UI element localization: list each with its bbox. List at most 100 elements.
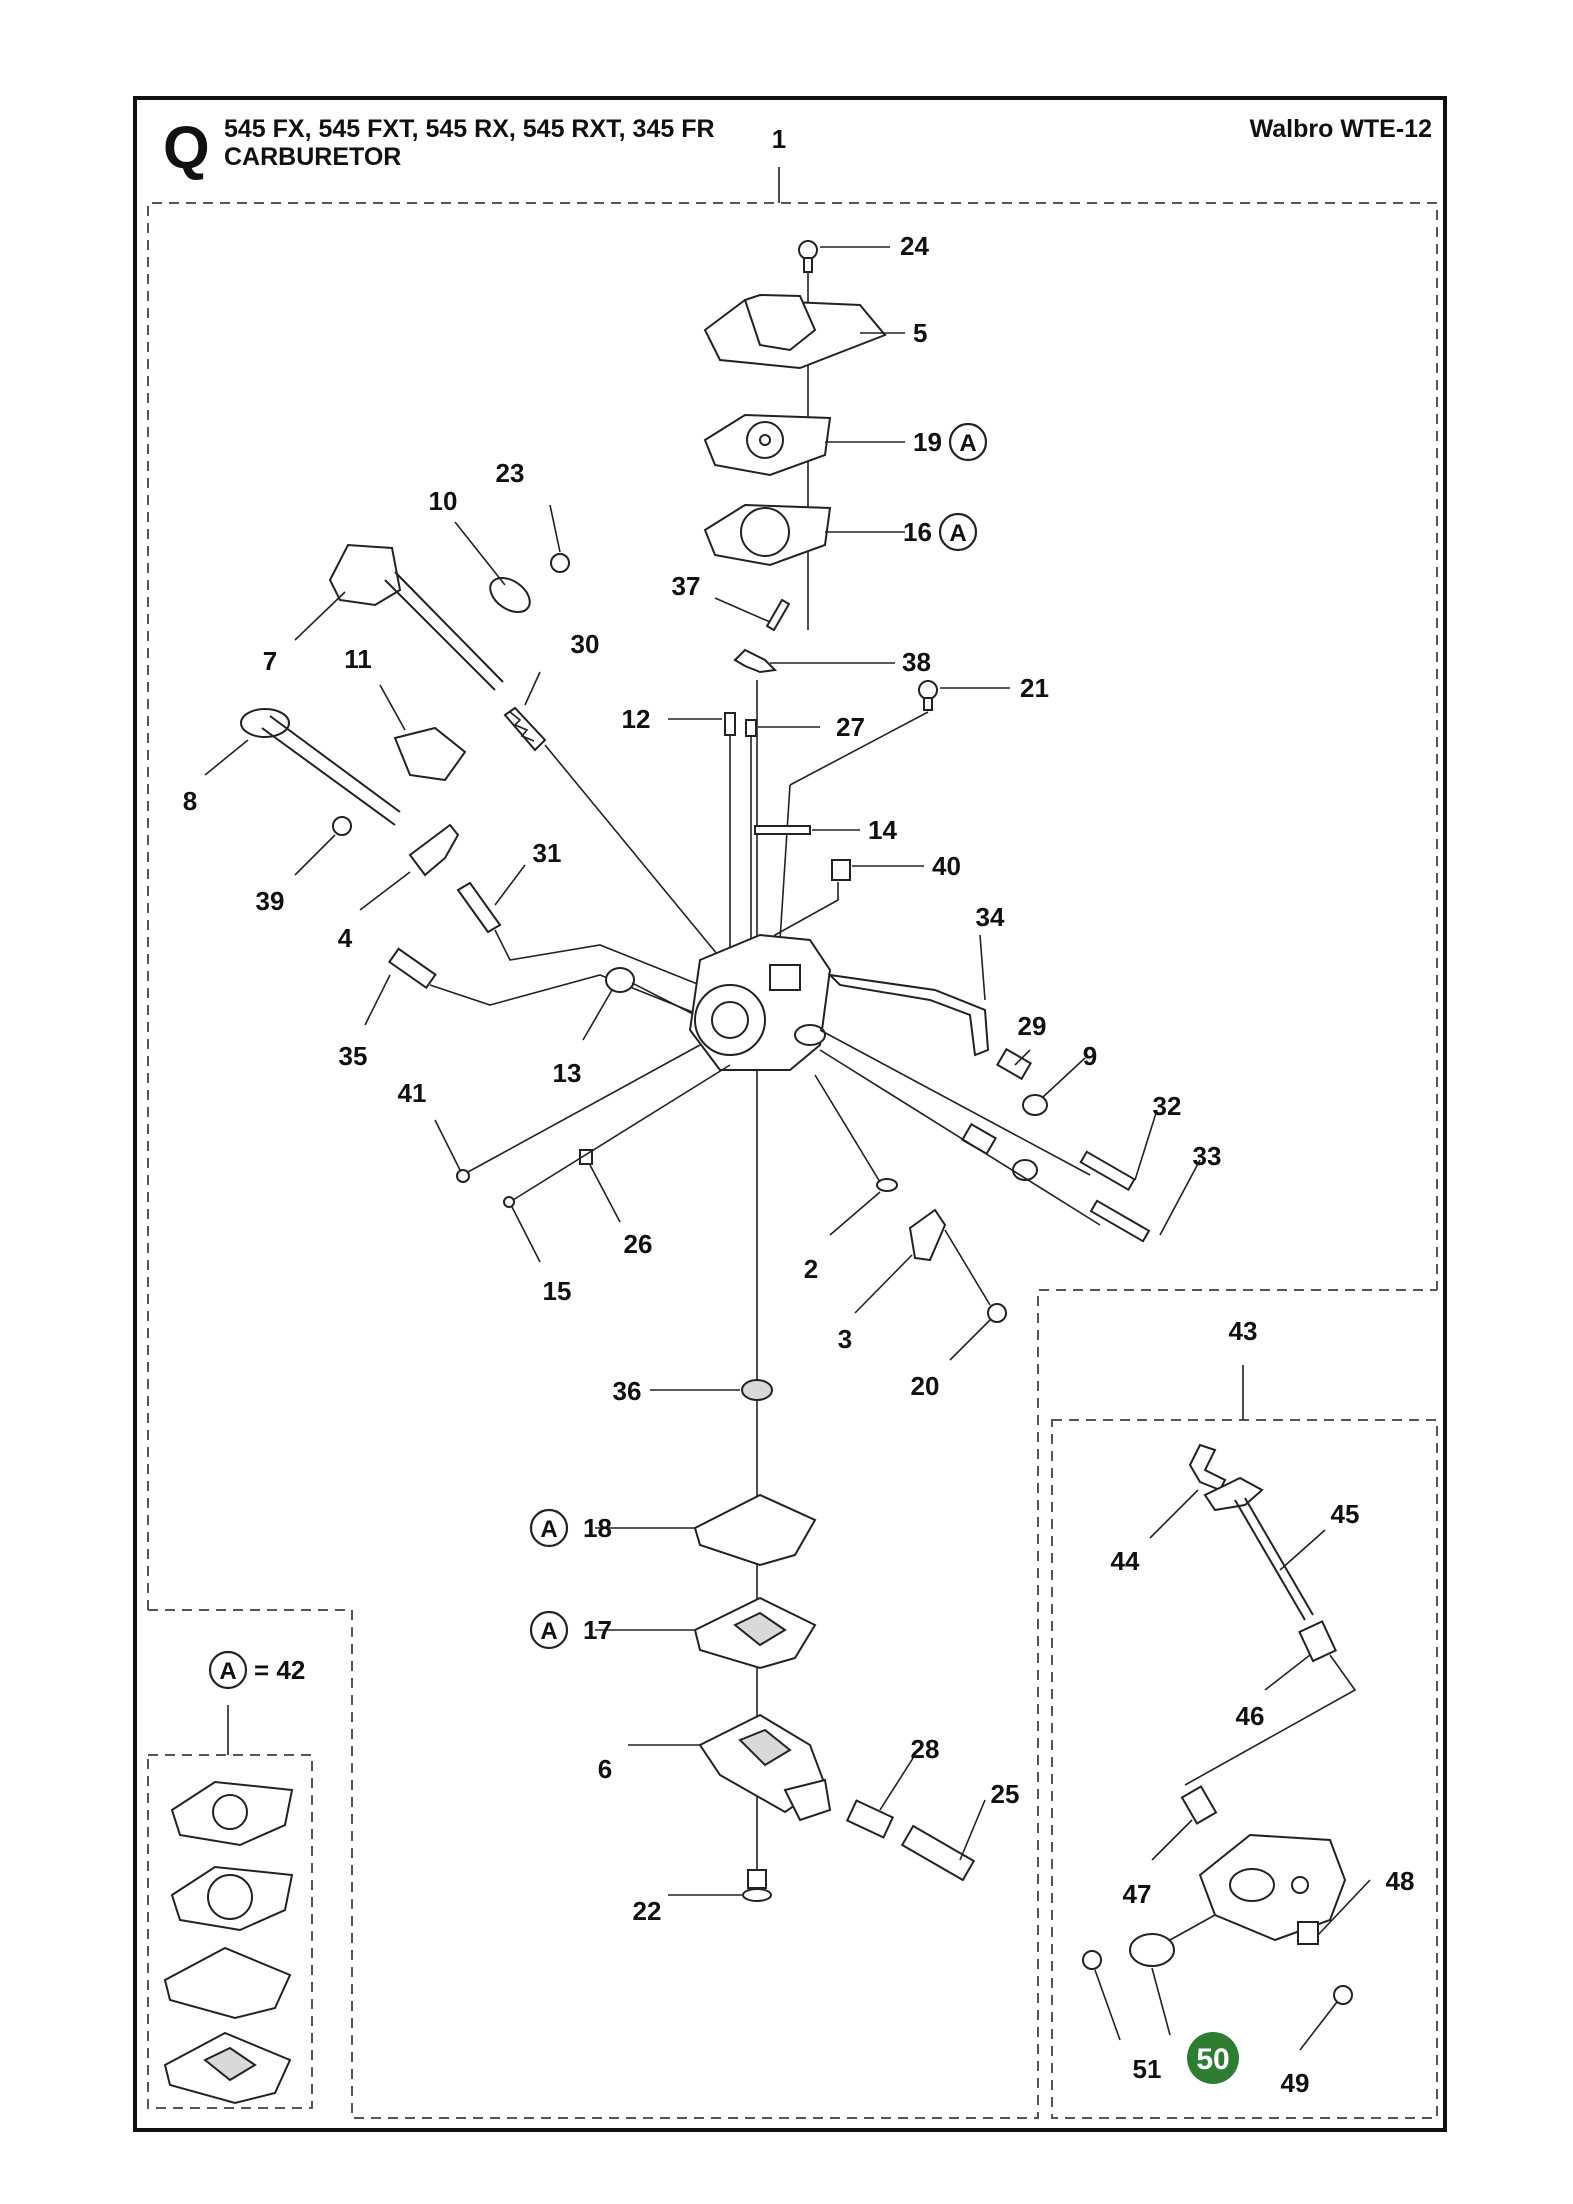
choke-plate-11 bbox=[393, 726, 467, 782]
spring-28 bbox=[845, 1799, 895, 1839]
callout-23: 23 bbox=[496, 458, 525, 488]
kit-legend: A = 42 bbox=[208, 1650, 305, 1690]
throttle-shaft-7 bbox=[328, 543, 504, 691]
kit-42-boundary bbox=[147, 1754, 313, 2109]
callout-46: 46 bbox=[1236, 1701, 1265, 1731]
pin-35 bbox=[387, 947, 437, 990]
choke-housing bbox=[1198, 1833, 1347, 1942]
bushing-13 bbox=[605, 967, 635, 993]
choke-plate-50 bbox=[1129, 1933, 1175, 1967]
callout-48: 48 bbox=[1386, 1866, 1415, 1896]
callout-15: 15 bbox=[543, 1276, 572, 1306]
screw-24 bbox=[798, 240, 818, 273]
svg-text:A: A bbox=[959, 430, 976, 457]
callout-3: 3 bbox=[838, 1324, 852, 1354]
callout-4: 4 bbox=[338, 923, 353, 953]
kit-marker-18: A bbox=[529, 1508, 569, 1548]
screw-21 bbox=[918, 680, 938, 711]
adjusting-screw-33 bbox=[1089, 1199, 1151, 1243]
callout-14: 14 bbox=[868, 815, 897, 845]
screw-39 bbox=[332, 816, 352, 836]
svg-text:A: A bbox=[949, 520, 966, 547]
callout-24: 24 bbox=[900, 231, 929, 261]
spring-46 bbox=[1298, 1620, 1337, 1663]
page-frame bbox=[133, 96, 1447, 2132]
callout-20: 20 bbox=[911, 1371, 940, 1401]
seal-9 bbox=[1012, 1094, 1048, 1181]
choke-shaft-8 bbox=[240, 708, 401, 826]
callout-28: 28 bbox=[911, 1734, 940, 1764]
screw-49 bbox=[1333, 1985, 1353, 2005]
callout-8: 8 bbox=[183, 786, 197, 816]
callout-29: 29 bbox=[1018, 1011, 1047, 1041]
adjusting-screw-32 bbox=[1079, 1150, 1136, 1192]
kit-marker-17: A bbox=[529, 1610, 569, 1650]
spring-31 bbox=[456, 881, 502, 934]
spring-30 bbox=[503, 706, 547, 752]
washer-2 bbox=[876, 1178, 898, 1192]
pin-12 bbox=[724, 712, 736, 736]
callout-44: 44 bbox=[1111, 1546, 1140, 1576]
spring-27 bbox=[745, 719, 757, 737]
svg-text:A: A bbox=[540, 1618, 557, 1645]
callout-41: 41 bbox=[398, 1078, 427, 1108]
screw-22 bbox=[742, 1869, 772, 1902]
callout-12: 12 bbox=[622, 704, 651, 734]
section-letter: Q bbox=[163, 114, 210, 181]
pump-gasket-16 bbox=[703, 503, 832, 567]
cap-40 bbox=[831, 859, 851, 881]
filter-screen-36 bbox=[741, 1379, 773, 1401]
callout-34: 34 bbox=[976, 902, 1005, 932]
svg-text:A: A bbox=[219, 1658, 236, 1685]
choke-clip-44 bbox=[1188, 1443, 1227, 1492]
callout-10: 10 bbox=[429, 486, 458, 516]
assembly-1-boundary bbox=[147, 202, 1438, 1610]
assembly-43-boundary bbox=[1051, 1419, 1438, 2119]
lever-3 bbox=[908, 1208, 947, 1262]
callout-30: 30 bbox=[571, 629, 600, 659]
kit-marker-19: A bbox=[948, 422, 988, 462]
callout-37: 37 bbox=[672, 571, 701, 601]
callout-32: 32 bbox=[1153, 1091, 1182, 1121]
screw-23 bbox=[550, 553, 570, 573]
callout-2: 2 bbox=[804, 1254, 818, 1284]
callout-17: 17 bbox=[583, 1615, 612, 1645]
kit-42-contents bbox=[163, 1780, 294, 2105]
pump-diaphragm-19 bbox=[703, 413, 832, 477]
callout-35: 35 bbox=[339, 1041, 368, 1071]
callout-39: 39 bbox=[256, 886, 285, 916]
screw-51 bbox=[1082, 1950, 1102, 1970]
metering-diaphragm-17 bbox=[693, 1596, 817, 1670]
pin-14 bbox=[754, 825, 811, 835]
callout-31: 31 bbox=[533, 838, 562, 868]
callout-11: 11 bbox=[344, 644, 372, 674]
inlet-needle-37 bbox=[765, 598, 791, 632]
choke-lever-4 bbox=[408, 823, 460, 877]
callout-51: 51 bbox=[1133, 2054, 1162, 2084]
callout-36: 36 bbox=[613, 1376, 642, 1406]
ball-15 bbox=[503, 1196, 515, 1208]
callout-7: 7 bbox=[263, 646, 277, 676]
metering-gasket-18 bbox=[693, 1493, 817, 1567]
pump-cover-5 bbox=[703, 293, 887, 370]
highlight-part-50[interactable]: 50 bbox=[1187, 2032, 1239, 2084]
callout-labels: 1 24 5 19 16 23 10 37 38 7 11 30 21 12 2… bbox=[183, 124, 1415, 2098]
kit-legend-equals: = 42 bbox=[254, 1655, 305, 1685]
callout-38: 38 bbox=[902, 647, 931, 677]
callout-1: 1 bbox=[772, 124, 786, 154]
model-list: 545 FX, 545 FXT, 545 RX, 545 RXT, 345 FR bbox=[224, 115, 715, 143]
throttle-plate-10 bbox=[489, 576, 531, 614]
callout-19: 19 bbox=[913, 427, 942, 457]
ball-41 bbox=[456, 1169, 470, 1183]
callout-22: 22 bbox=[633, 1896, 662, 1926]
metering-cover-6 bbox=[698, 1713, 832, 1822]
callout-6: 6 bbox=[598, 1754, 612, 1784]
callout-25: 25 bbox=[991, 1779, 1020, 1809]
callout-21: 21 bbox=[1020, 673, 1049, 703]
callout-26: 26 bbox=[624, 1229, 653, 1259]
metering-lever-38 bbox=[733, 648, 778, 674]
callout-40: 40 bbox=[932, 851, 961, 881]
adjusting-screw-25 bbox=[900, 1824, 976, 1882]
callout-18: 18 bbox=[583, 1513, 612, 1543]
bushing-47 bbox=[1180, 1785, 1218, 1825]
